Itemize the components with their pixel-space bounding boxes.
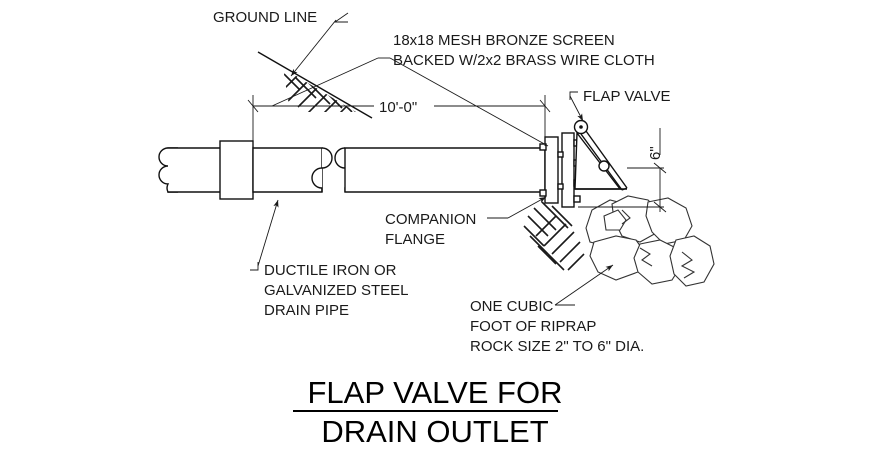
title-line-2: DRAIN OUTLET: [321, 414, 548, 449]
annotation-drain-pipe-line3: DRAIN PIPE: [264, 302, 349, 319]
pipe-break-symbol-mid-a: [311, 147, 333, 192]
riprap-crack-2: [639, 247, 653, 267]
riprap-crack-1: [680, 251, 696, 279]
leader-mesh-screen-b: [389, 57, 549, 147]
leader-drain-pipe-flag: [250, 262, 259, 271]
dim-tick-left-10ft: [247, 99, 259, 113]
leader-lines-group: [250, 12, 614, 306]
title-line-1: FLAP VALVE FOR: [308, 375, 563, 410]
flap-valve-gate: [574, 131, 622, 190]
annotation-riprap-line2: FOOT OF RIPRAP: [470, 318, 596, 335]
leader-riprap: [554, 264, 614, 306]
ground-line-group: [257, 51, 373, 119]
annotation-flap-valve: FLAP VALVE: [583, 88, 671, 105]
riprap-rock-group: [585, 195, 715, 287]
flap-valve-arm-b: [585, 130, 628, 189]
leader-ground-line-flag: [333, 12, 349, 23]
annotation-drain-pipe-line2: GALVANIZED STEEL: [264, 282, 409, 299]
annotation-drain-pipe-line1: DUCTILE IRON OR: [264, 262, 397, 279]
dimension-10ft-label: 10'-0": [379, 99, 417, 116]
flange-plate-outer: [561, 132, 575, 208]
riprap-rock-7: [603, 209, 627, 231]
flap-valve-hinge-center: [579, 125, 583, 129]
flange-plate-inner: [544, 136, 559, 204]
leader-drain-pipe: [257, 199, 279, 267]
riprap-crack-3: [621, 209, 631, 225]
leader-flap-valve-flag: [569, 91, 578, 100]
pipe-break-symbol-left: [158, 147, 178, 193]
annotation-companion-flange-line2: FLANGE: [385, 231, 445, 248]
annotation-text-group: GROUND LINE 18x18 MESH BRONZE SCREEN BAC…: [213, 9, 671, 355]
leader-companion-flange: [507, 196, 547, 219]
annotation-riprap-line1: ONE CUBIC: [470, 298, 554, 315]
ground-line-edge: [257, 51, 373, 119]
pipe-main-run: [344, 147, 546, 193]
leader-flap-valve: [569, 95, 584, 122]
annotation-riprap-line3: ROCK SIZE 2" TO 6" DIA.: [470, 338, 644, 355]
riprap-rock-3: [645, 197, 693, 245]
dimension-pipe-length: 10'-0": [247, 95, 551, 146]
flap-valve-assembly: [573, 119, 628, 191]
companion-flange-assembly: [539, 132, 581, 208]
dimension-riprap-depth: 6": [578, 128, 667, 213]
dimension-6in-label: 6": [647, 146, 664, 160]
earth-hatching-left: [283, 72, 356, 112]
earth-hatching-outlet: [523, 201, 585, 271]
annotation-ground-line: GROUND LINE: [213, 9, 317, 26]
title-block: FLAP VALVE FOR DRAIN OUTLET: [293, 375, 562, 449]
annotation-companion-flange-line1: COMPANION: [385, 211, 476, 228]
leader-ground-line: [290, 19, 337, 77]
pipe-mid-segment: [252, 147, 323, 193]
annotation-mesh-screen-line2: BACKED W/2x2 BRASS WIRE CLOTH: [393, 52, 655, 69]
riprap-rock-6: [669, 235, 715, 287]
flap-valve-lower-pivot: [598, 160, 610, 172]
dim-tick-right-10ft: [539, 99, 551, 113]
pipe-coupling-collar: [219, 140, 254, 200]
annotation-mesh-screen-line1: 18x18 MESH BRONZE SCREEN: [393, 32, 615, 49]
leader-mesh-screen-a: [271, 57, 379, 107]
drain-pipe-assembly: [158, 140, 546, 200]
